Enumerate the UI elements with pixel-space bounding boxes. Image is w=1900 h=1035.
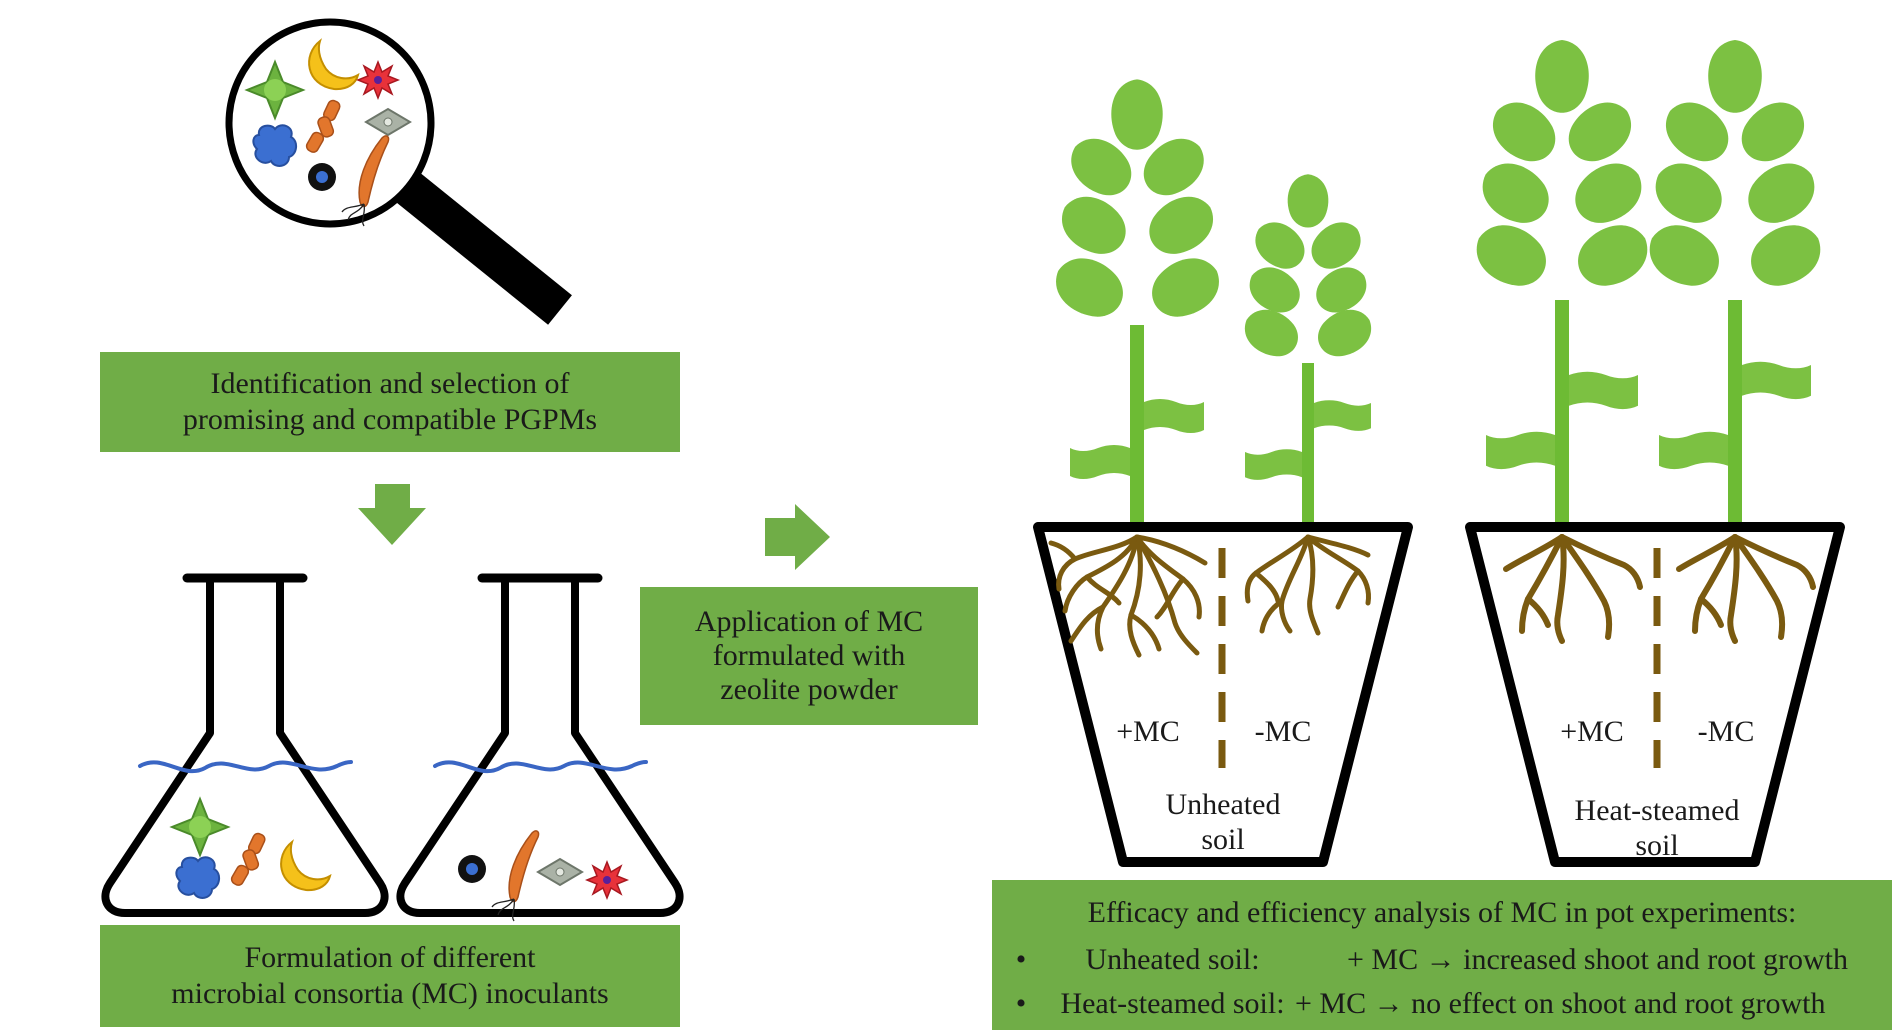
bullet: • bbox=[1015, 987, 1027, 1020]
flask-icon bbox=[400, 578, 679, 913]
spiky-microbe-icon bbox=[357, 61, 399, 99]
step-formulation-box: Formulation of different microbial conso… bbox=[100, 925, 680, 1027]
step-identification-box: Identification and selection of promisin… bbox=[100, 352, 680, 452]
cell-microbe-icon bbox=[308, 163, 336, 191]
efficacy-analysis-box: Efficacy and efficiency analysis of MC i… bbox=[992, 880, 1892, 1030]
pot-icon bbox=[1033, 522, 1413, 867]
step-identification-line1: Identification and selection of bbox=[210, 367, 570, 400]
efficacy-row-unheated-result: + MC → increased shoot and root growth bbox=[1347, 943, 1849, 976]
pot-steamed-soil-line1: Heat-steamed bbox=[1575, 794, 1740, 827]
pot-unheated-minus-label: -MC bbox=[1255, 715, 1312, 748]
magnifier-icon bbox=[225, 18, 572, 325]
step-formulation-line2: microbial consortia (MC) inoculants bbox=[171, 977, 609, 1010]
step-application-line3: zeolite powder bbox=[720, 673, 898, 706]
right-arrow-icon bbox=[765, 504, 830, 570]
bullet: • bbox=[1015, 943, 1027, 976]
down-arrow-icon bbox=[358, 484, 426, 545]
step-application-line1: Application of MC bbox=[694, 605, 924, 638]
pot-steamed-plus-label: +MC bbox=[1560, 715, 1624, 748]
efficacy-row-steamed-result: + MC → no effect on shoot and root growt… bbox=[1295, 987, 1826, 1020]
efficacy-row-steamed-soil: Heat-steamed soil: bbox=[1060, 987, 1285, 1020]
plant-icon bbox=[1638, 40, 1832, 540]
pot-unheated-soil-line2: soil bbox=[1201, 823, 1244, 856]
plant-icon bbox=[1045, 79, 1230, 540]
pot-icon bbox=[1465, 522, 1845, 867]
efficacy-heading: Efficacy and efficiency analysis of MC i… bbox=[1087, 896, 1797, 929]
efficacy-row-unheated: • Unheated soil: + MC → increased shoot … bbox=[992, 938, 1892, 982]
plant-icon bbox=[1236, 174, 1380, 540]
step-formulation-line1: Formulation of different bbox=[244, 941, 536, 974]
efficacy-row-unheated-soil: Unheated soil: bbox=[1085, 943, 1260, 976]
step-application-line2: formulated with bbox=[712, 639, 906, 672]
step-identification-line2: promising and compatible PGPMs bbox=[182, 403, 598, 436]
pot-unheated-soil-line1: Unheated bbox=[1166, 788, 1281, 821]
efficacy-row-steamed: • Heat-steamed soil: + MC → no effect on… bbox=[992, 982, 1892, 1026]
pot-unheated-plus-label: +MC bbox=[1116, 715, 1180, 748]
plant-icon bbox=[1465, 40, 1659, 540]
step-application-box: Application of MC formulated with zeolit… bbox=[640, 587, 978, 725]
pot-steamed-soil-line2: soil bbox=[1635, 829, 1678, 862]
pot-steamed-minus-label: -MC bbox=[1698, 715, 1755, 748]
